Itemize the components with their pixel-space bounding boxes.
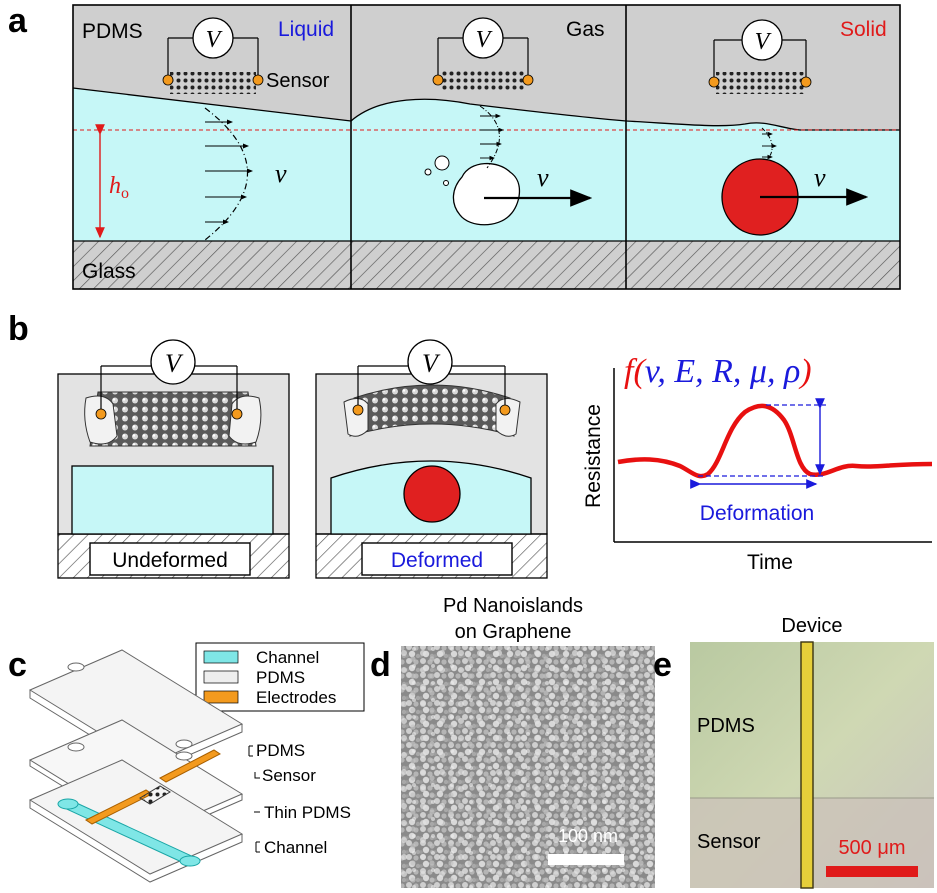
sem-title-line1: Pd Nanoislands <box>443 595 583 617</box>
panel-e-letter: e <box>653 646 672 684</box>
voltmeter-label: V <box>206 27 223 53</box>
panel-b: b V Undeformed <box>8 310 933 579</box>
formula: f(v, E, R, μ, ρ) <box>624 353 812 390</box>
gas-label: Gas <box>566 18 605 41</box>
layer-label-pdms: PDMS <box>256 741 305 760</box>
x-axis-label: Time <box>747 551 793 574</box>
electrode-dot <box>162 74 174 86</box>
gas-bubble <box>424 105 593 226</box>
sensor-label: Sensor <box>266 70 330 92</box>
voltmeter-circuit-1: V <box>162 17 264 94</box>
layer-label-sensor: Sensor <box>262 766 316 785</box>
deformation-label: Deformation <box>700 502 814 525</box>
voltmeter-icon <box>407 339 453 385</box>
electrode-dot <box>231 408 243 420</box>
layer-label-channel: Channel <box>264 838 327 857</box>
exploded-device <box>28 649 244 883</box>
photo-scalebar-label: 500 μm <box>838 837 905 859</box>
liquid-label: Liquid <box>278 18 334 41</box>
photo-scalebar <box>826 866 918 877</box>
legend-channel: Channel <box>256 648 319 667</box>
panel-c: c Channel PDMS Electrodes <box>8 642 365 883</box>
resistance-curve <box>617 403 933 479</box>
layer-label-thin-pdms: Thin PDMS <box>264 803 351 822</box>
voltmeter-label: V <box>422 349 441 378</box>
panel-e: e Device PDMS Sensor 500 μm <box>653 615 934 889</box>
solid-particle <box>721 127 869 236</box>
voltmeter-label: V <box>165 349 184 378</box>
sensor-strip <box>170 72 256 94</box>
voltmeter-circuit-3: V <box>708 19 812 94</box>
sem-title-line2: on Graphene <box>455 621 572 643</box>
undeformed-label: Undeformed <box>112 549 228 572</box>
photo-sensor-label: Sensor <box>697 831 761 853</box>
liquid-fluid <box>73 88 351 241</box>
electrode-trace <box>800 641 814 889</box>
legend: Channel PDMS Electrodes <box>195 642 365 712</box>
photo-pdms-label: PDMS <box>697 715 755 737</box>
electrode-dot <box>522 74 534 86</box>
panel-d-letter: d <box>370 646 391 684</box>
legend-swatch-channel <box>203 650 239 664</box>
undeformed-device: V Undeformed <box>57 339 290 579</box>
panel-c-letter: c <box>8 646 27 684</box>
deformed-device: V Deformed <box>315 339 548 579</box>
voltmeter-icon <box>462 17 504 59</box>
legend-electrodes: Electrodes <box>256 688 336 707</box>
device-title: Device <box>781 615 842 637</box>
voltmeter-label: V <box>755 29 772 55</box>
sem-scalebar-label: 100 nm <box>558 826 618 846</box>
layer-labels: PDMS Sensor Thin PDMS Channel <box>248 741 351 857</box>
panel-d: d Pd Nanoislands on Graphene 100 nm <box>370 595 655 888</box>
velocity-label: v <box>814 163 826 192</box>
deformed-particle <box>403 465 461 523</box>
solid-label: Solid <box>840 18 887 41</box>
pdms-label: PDMS <box>82 20 143 43</box>
velocity-label: v <box>537 163 549 192</box>
electrode-dot <box>708 76 720 88</box>
electrode-dot <box>800 76 812 88</box>
electrode-dot <box>352 404 364 416</box>
voltmeter-icon <box>192 17 234 59</box>
electrode-dot <box>95 408 107 420</box>
sensor-strip <box>440 70 526 90</box>
resistance-plot: f(v, E, R, μ, ρ) Resistance Time Deforma… <box>582 353 933 574</box>
sensor-strip <box>716 72 804 94</box>
y-axis-label: Resistance <box>582 404 605 508</box>
legend-swatch-pdms <box>203 670 239 684</box>
voltmeter-circuit-2: V <box>432 17 534 90</box>
electrode-dot <box>432 74 444 86</box>
glass-label: Glass <box>82 260 136 283</box>
voltmeter-icon <box>741 19 783 61</box>
glass-layer <box>73 241 900 289</box>
legend-pdms: PDMS <box>256 668 305 687</box>
panel-a: a PDMS Glass Liquid Gas Solid <box>8 2 901 290</box>
h0-label: ho <box>109 173 129 202</box>
velocity-label: v <box>275 159 287 188</box>
panel-b-letter: b <box>8 310 29 348</box>
velocity-profile-liquid <box>204 107 253 241</box>
deformed-label: Deformed <box>391 549 483 572</box>
voltmeter-label: V <box>476 27 493 53</box>
electrode-dot <box>499 404 511 416</box>
legend-swatch-electrodes <box>203 690 239 704</box>
sem-scalebar <box>548 854 624 865</box>
electrode-dot <box>252 74 264 86</box>
panel-a-letter: a <box>8 2 28 40</box>
voltmeter-icon <box>150 339 196 385</box>
